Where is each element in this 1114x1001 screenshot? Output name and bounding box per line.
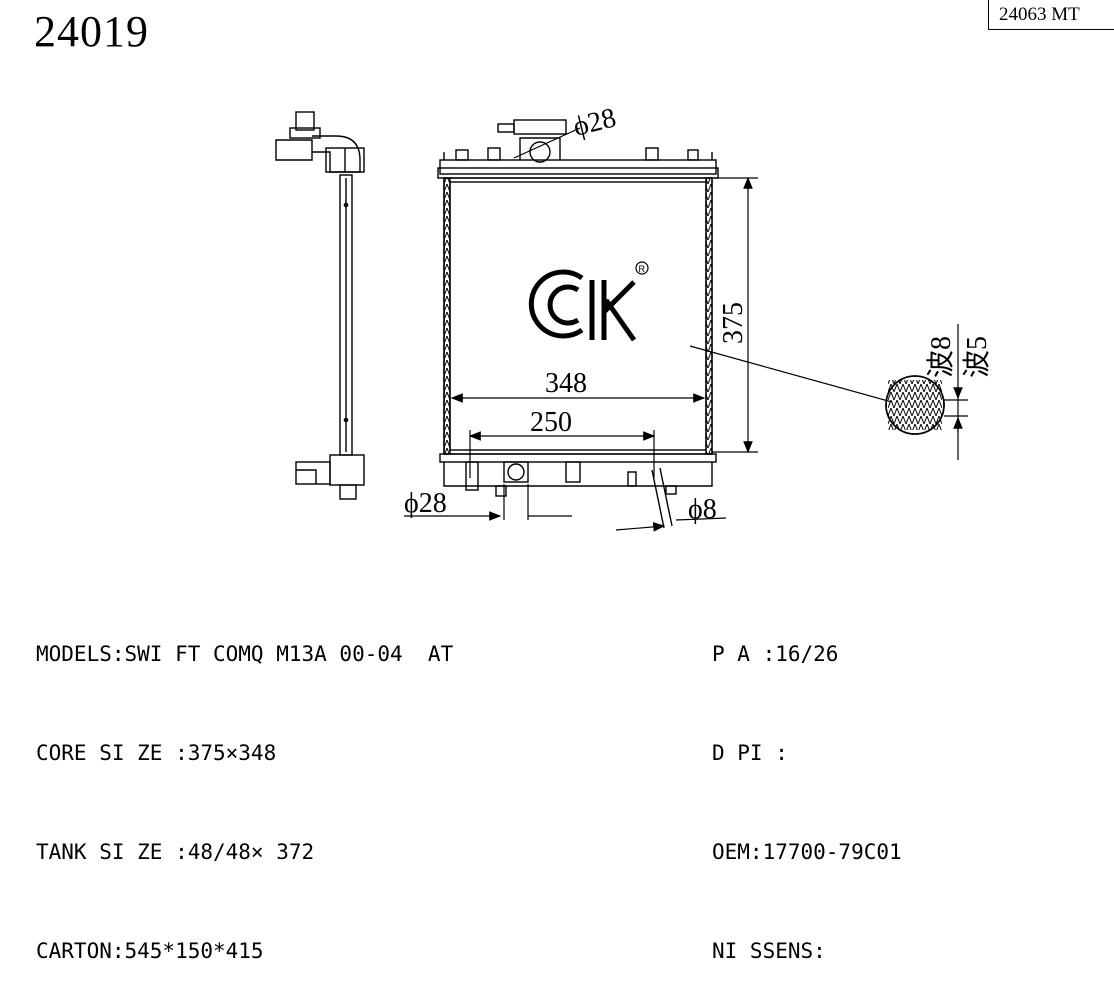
dim-inner-width: 250 <box>530 407 572 438</box>
specs-left: MODELS:SWI FT COMQ M13A 00-04 AT CORE SI… <box>36 572 453 1001</box>
specs-right: P A :16/26 D PI : OEM:17700-79C01 NI SSE… <box>712 572 902 1001</box>
dimension-lines <box>404 127 968 532</box>
spec-nissens: NI SSENS: <box>712 939 826 963</box>
reference-code-box: 24063 MT <box>988 0 1114 30</box>
radiator-drawing: R 375 348 250 ϕ28 ϕ28 ϕ8 波8 波5 <box>275 102 993 532</box>
front-view <box>437 119 719 529</box>
spec-core-size: CORE SI ZE :375×348 <box>36 741 277 765</box>
spec-carton: CARTON:545*150*415 <box>36 939 264 963</box>
spec-tank-size: TANK SI ZE :48/48× 372 <box>36 840 315 864</box>
fin-detail-circle <box>885 375 945 435</box>
dim-drain-diameter: ϕ8 <box>688 494 717 525</box>
spec-oem: OEM:17700-79C01 <box>712 840 902 864</box>
dim-width: 348 <box>545 368 587 399</box>
spec-models: MODELS:SWI FT COMQ M13A 00-04 AT <box>36 642 454 666</box>
part-number: 24019 <box>34 7 149 56</box>
spec-dpi: D PI : <box>712 741 788 765</box>
dim-height: 375 <box>718 302 749 344</box>
fin-wave-a-label: 波8 <box>925 336 957 378</box>
brand-logo: R <box>528 261 649 342</box>
svg-text:R: R <box>639 264 646 274</box>
fin-wave-b-label: 波5 <box>961 336 993 378</box>
dim-bottom-pipe-diameter: ϕ28 <box>404 488 447 519</box>
side-view <box>275 111 365 500</box>
dim-cap-diameter: ϕ28 <box>570 102 619 142</box>
spec-pa: P A :16/26 <box>712 642 839 666</box>
